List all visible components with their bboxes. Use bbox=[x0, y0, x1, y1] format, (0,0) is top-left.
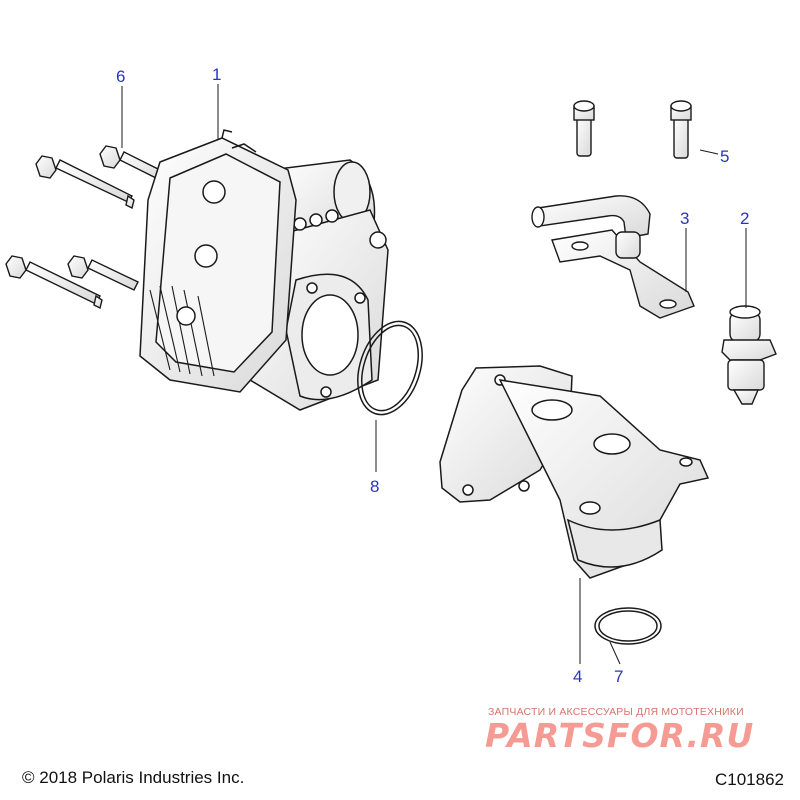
diagram-code: C101862 bbox=[714, 770, 784, 789]
bolt-upper-right bbox=[99, 145, 165, 181]
leader-lines bbox=[121, 84, 747, 665]
bolt-lower-right bbox=[67, 255, 139, 291]
callout-5: 5 bbox=[720, 147, 729, 166]
bolt-upper-left bbox=[35, 155, 135, 210]
o-ring-small bbox=[594, 607, 662, 645]
callout-7: 7 bbox=[614, 667, 623, 686]
bolt-group bbox=[5, 145, 165, 310]
callout-3: 3 bbox=[680, 209, 689, 228]
watermark-logo: PARTSFOR.RU bbox=[485, 716, 755, 755]
callout-1: 1 bbox=[212, 65, 221, 84]
o-ring-large bbox=[357, 320, 423, 416]
throttle-body bbox=[139, 129, 389, 411]
callout-8: 8 bbox=[370, 477, 379, 496]
callout-labels: 1 2 3 4 5 6 7 8 bbox=[116, 65, 749, 686]
callout-4: 4 bbox=[573, 667, 582, 686]
bolt-lower-left bbox=[5, 255, 103, 310]
callout-6: 6 bbox=[116, 67, 125, 86]
watermark-tagline: ЗАПЧАСТИ И АКСЕССУАРЫ ДЛЯ МОТОТЕХНИКИ bbox=[488, 706, 744, 718]
callout-2: 2 bbox=[740, 209, 749, 228]
screw-right bbox=[670, 100, 692, 159]
screw-left bbox=[573, 100, 595, 157]
screw-group bbox=[573, 100, 692, 159]
intake-adapter bbox=[439, 365, 710, 579]
fuel-rail bbox=[531, 195, 695, 319]
copyright-text: © 2018 Polaris Industries Inc. bbox=[22, 768, 245, 787]
fuel-injector bbox=[721, 305, 777, 405]
